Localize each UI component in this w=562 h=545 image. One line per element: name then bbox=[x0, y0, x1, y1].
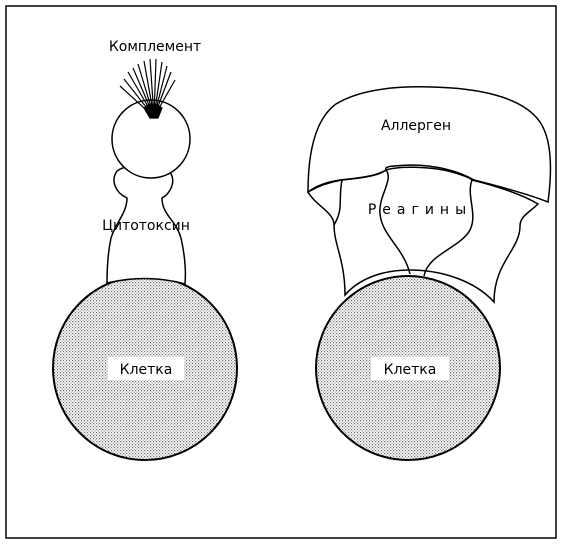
right-complex: Клетка Аллерген Реагины bbox=[308, 87, 550, 460]
left-complex: Клетка Цитотоксин Комплемент bbox=[53, 39, 237, 460]
right-cell-label: Клетка bbox=[384, 362, 437, 378]
cytotoxin-label: Цитотоксин bbox=[102, 218, 190, 234]
allergen-label: Аллерген bbox=[381, 118, 451, 134]
complement-label: Комплемент bbox=[109, 39, 201, 55]
reagin-label: Реагины bbox=[368, 202, 472, 218]
left-cell-label: Клетка bbox=[120, 362, 173, 378]
